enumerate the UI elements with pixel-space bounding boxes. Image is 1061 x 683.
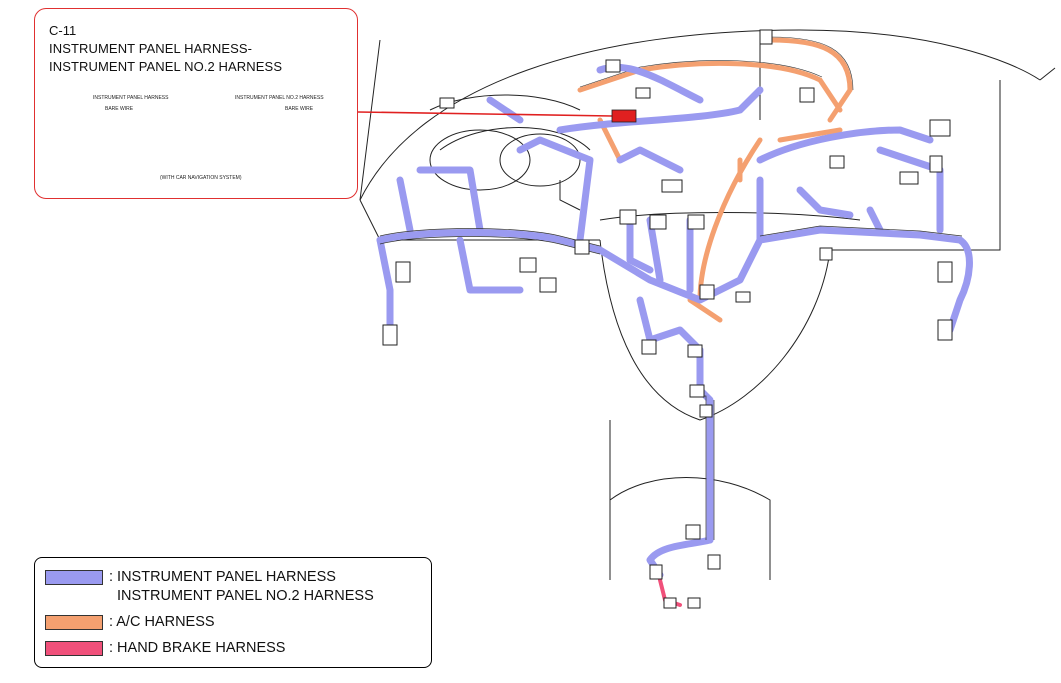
legend-label-hand-brake: : HAND BRAKE HARNESS [109, 640, 286, 656]
c11-connector [611, 109, 637, 123]
legend: : INSTRUMENT PANEL HARNESS INSTRUMENT PA… [34, 557, 432, 668]
legend-label-instrument-panel: : INSTRUMENT PANEL HARNESS [109, 569, 336, 585]
instrument-panel-swatch [45, 570, 103, 585]
connector-id: C-11 [49, 23, 77, 38]
connector-title-line2: INSTRUMENT PANEL NO.2 HARNESS [49, 59, 283, 74]
right-connector-label: INSTRUMENT PANEL NO.2 HARNESS [235, 95, 324, 101]
hand-brake-swatch [45, 641, 103, 656]
navigation-note: (WITH CAR NAVIGATION SYSTEM) [160, 175, 242, 181]
instrument-panel-harness-outline [379, 225, 963, 540]
ac-swatch [45, 615, 103, 630]
legend-label-ac: : A/C HARNESS [109, 614, 215, 630]
legend-label-instrument-panel-no2: INSTRUMENT PANEL NO.2 HARNESS [117, 588, 374, 604]
callout-leader-line [357, 111, 613, 117]
connector-callout: C-11 INSTRUMENT PANEL HARNESS- INSTRUMEN… [34, 8, 358, 199]
ac-harness-outline [579, 36, 854, 91]
right-bare-wire-label: BARE WIRE [285, 106, 314, 112]
left-bare-wire-label: BARE WIRE [105, 106, 134, 112]
instrument-panel-harness [376, 63, 973, 579]
legend-item-hand-brake: : HAND BRAKE HARNESS [45, 639, 285, 658]
legend-item-ac: : A/C HARNESS [45, 613, 215, 632]
left-connector-label: INSTRUMENT PANEL HARNESS [93, 95, 169, 101]
ac-harness [577, 37, 853, 323]
connector-title-line1: INSTRUMENT PANEL HARNESS- [49, 41, 253, 56]
connector-blocks [382, 29, 953, 609]
legend-item-instrument-panel: : INSTRUMENT PANEL HARNESS INSTRUMENT PA… [45, 568, 374, 606]
